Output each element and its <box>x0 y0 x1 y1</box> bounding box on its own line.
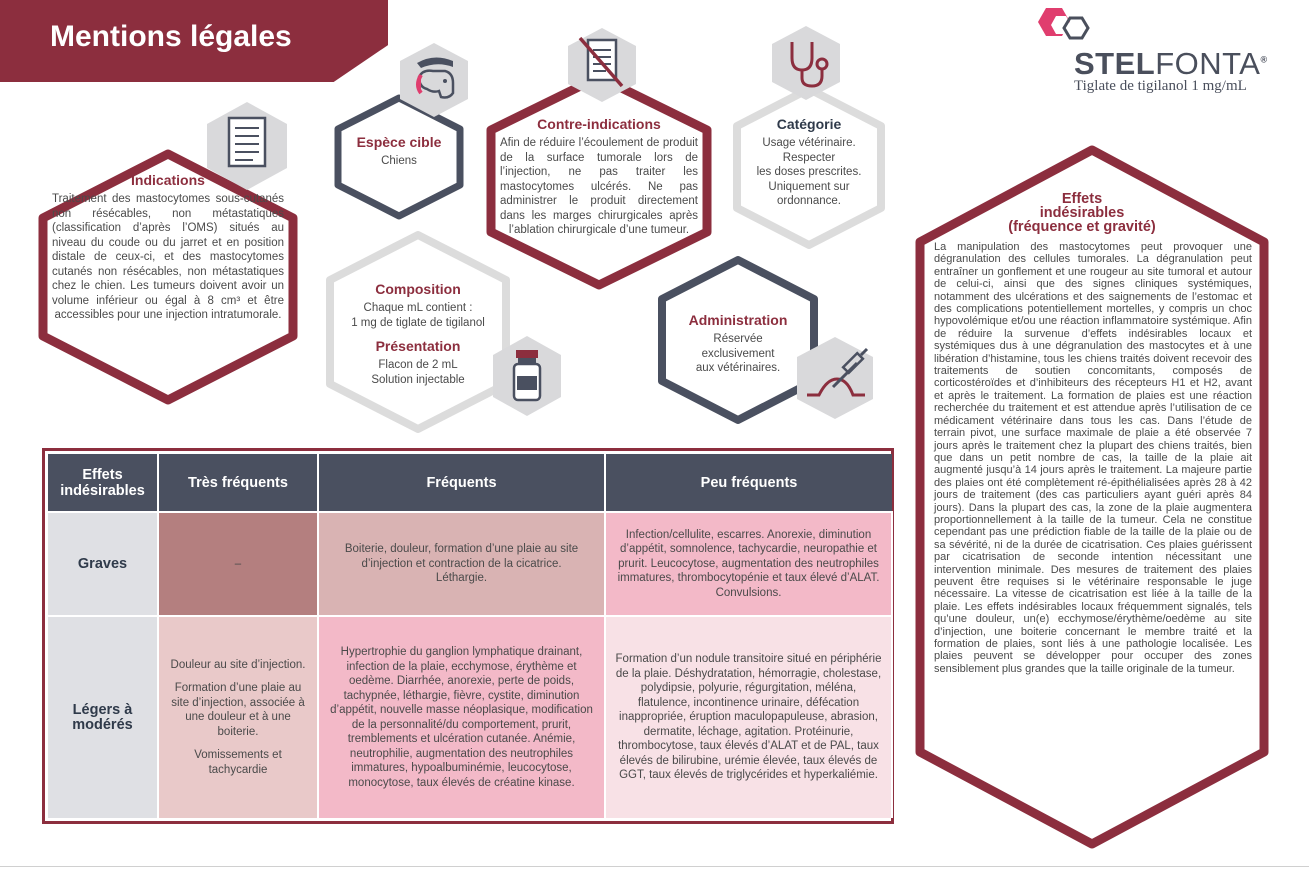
administration-line-1: Réservée <box>713 333 763 345</box>
graves-tres: – <box>158 511 319 616</box>
syringe-icon <box>797 337 873 419</box>
page-title: Mentions légales <box>50 20 292 53</box>
espece-text: Chiens <box>381 155 417 167</box>
contre-text: Afin de réduire l’écoulement de produit … <box>500 137 698 236</box>
presentation-title: Présentation <box>375 338 461 354</box>
table-row: Graves – Boiterie, douleur, formation d’… <box>48 511 893 616</box>
table-header-frequents: Fréquents <box>318 454 606 512</box>
vial-icon <box>493 336 561 416</box>
adverse-effects-table: Effets indésirables Très fréquents Fréqu… <box>42 448 894 824</box>
composition-line-1: Chaque mL contient : <box>363 302 473 314</box>
indications-title: Indications <box>131 172 205 188</box>
table-header-peu: Peu fréquents <box>605 454 892 512</box>
indications-hexagon <box>38 149 298 405</box>
effects-title: Effets indésirables (fréquence et gravit… <box>1008 191 1156 235</box>
table-header-tres: Très fréquents <box>158 454 319 512</box>
table-row: Légers à modérés Douleur au site d’injec… <box>48 615 893 818</box>
contre-hexagon <box>486 72 712 290</box>
administration-line-3: aux vétérinaires. <box>695 362 781 374</box>
administration-line-2: exclusivement <box>701 347 775 360</box>
brand-name: STELFONTA® <box>1074 46 1268 81</box>
stelfonta-logo-icon <box>1038 8 1090 40</box>
dog-hand-icon <box>400 43 468 117</box>
graves-frequents: Boiterie, douleur, formation d’une plaie… <box>318 511 606 616</box>
table-header-effets: Effets indésirables <box>48 454 159 512</box>
effects-hexagon <box>915 145 1269 849</box>
espece-title: Espèce cible <box>356 134 442 150</box>
categorie-hexagon <box>733 85 885 249</box>
indications-text: Traitement des mastocytomes sous-cutanés… <box>52 193 284 321</box>
row-label-graves: Graves <box>48 511 159 616</box>
administration-block: Administration Réservée exclusivement au… <box>672 312 804 376</box>
categorie-title: Catégorie <box>776 116 842 132</box>
legers-peu: Formation d’un nodule transitoire situé … <box>605 615 893 818</box>
espece-block: Espèce cible Chiens <box>341 134 457 169</box>
footer-divider <box>0 866 1309 867</box>
composition-title: Composition <box>375 281 461 297</box>
contre-title: Contre-indications <box>537 116 661 132</box>
presentation-line-2: Solution injectable <box>371 373 465 386</box>
categorie-line-5: ordonnance. <box>777 195 841 207</box>
document-icon <box>207 102 287 190</box>
brand-tagline: Tiglate de tigilanol 1 mg/mL <box>1074 78 1247 94</box>
effects-text: La manipulation des mastocytomes peut pr… <box>934 241 1252 675</box>
administration-hexagon <box>658 256 818 424</box>
no-document-icon <box>568 28 636 102</box>
espece-hexagon <box>334 94 464 220</box>
legers-tres: Douleur au site d’injection. Formation d… <box>158 615 319 818</box>
categorie-line-3: les doses prescrites. <box>756 166 862 178</box>
categorie-line-4: Uniquement sur <box>768 180 850 193</box>
graves-peu: Infection/cellulite, escarres. Anorexie,… <box>605 511 893 616</box>
composition-hexagon <box>326 231 510 433</box>
categorie-line-2: Respecter <box>782 151 836 164</box>
legers-frequents: Hypertrophie du ganglion lymphatique dra… <box>318 615 606 818</box>
row-label-legers: Légers à modérés <box>48 615 159 818</box>
administration-title: Administration <box>688 312 788 328</box>
presentation-line-1: Flacon de 2 mL <box>378 359 458 371</box>
indications-block: Indications Traitement des mastocytomes … <box>52 172 284 323</box>
categorie-block: Catégorie Usage vétérinaire. Respecter l… <box>748 116 870 209</box>
title-banner <box>0 0 388 82</box>
stethoscope-icon <box>772 26 840 100</box>
categorie-line-1: Usage vétérinaire. <box>762 137 856 149</box>
contre-block: Contre-indications Afin de réduire l’éco… <box>500 116 698 238</box>
composition-line-2: 1 mg de tiglate de tigilanol <box>351 316 485 329</box>
composition-block: Composition Chaque mL contient : 1 mg de… <box>336 281 500 387</box>
